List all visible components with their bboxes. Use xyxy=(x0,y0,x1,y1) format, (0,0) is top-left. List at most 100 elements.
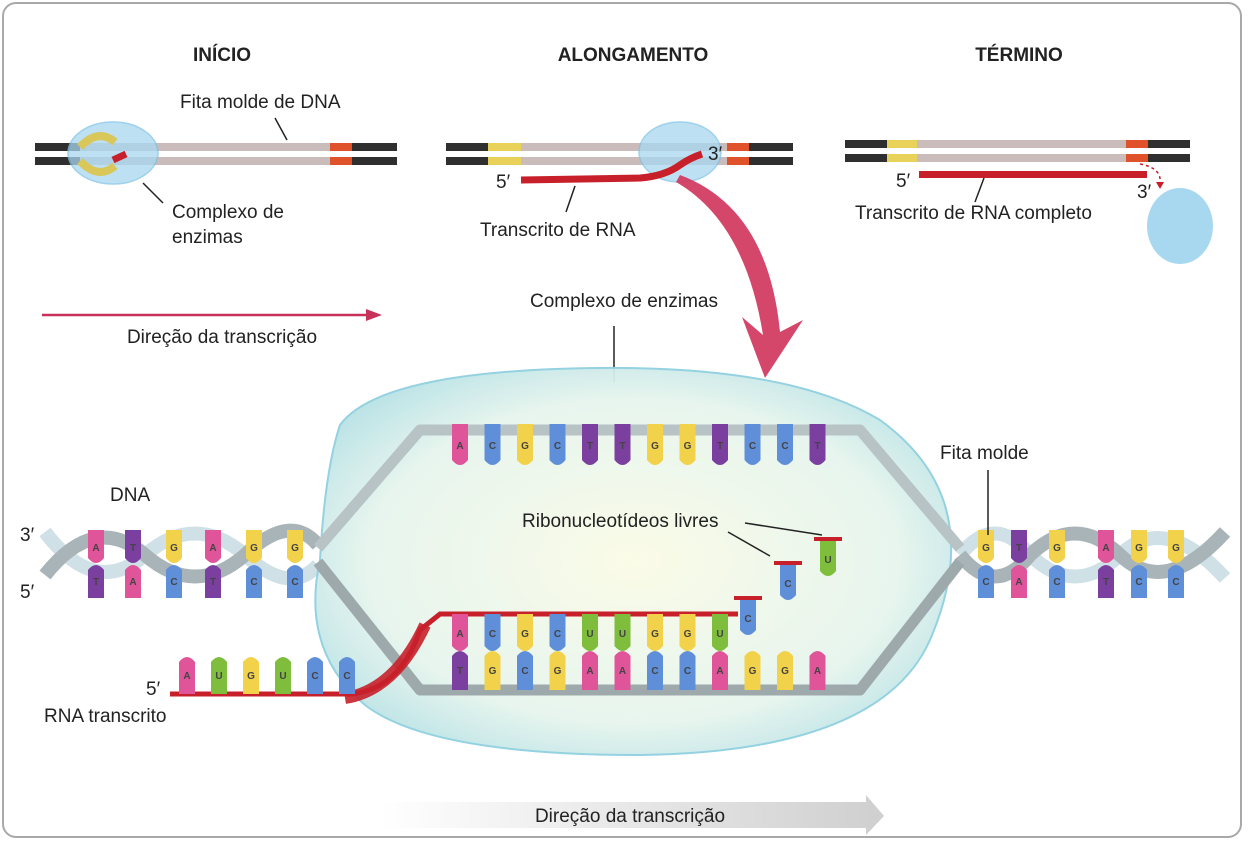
coding-nucleotide: T xyxy=(582,424,598,465)
svg-text:U: U xyxy=(619,629,626,640)
dna-strand-top xyxy=(35,143,397,151)
complete-transcript-label: Transcrito de RNA completo xyxy=(855,203,1092,224)
svg-text:U: U xyxy=(215,671,222,682)
template-nucleotide: G xyxy=(484,651,501,690)
svg-text:G: G xyxy=(982,543,990,554)
svg-text:A: A xyxy=(1015,577,1022,588)
svg-text:G: G xyxy=(247,671,255,682)
right-helix-base-lower: C xyxy=(978,565,994,598)
left-helix-base-upper: G xyxy=(246,530,262,563)
rna-nucleotide: C xyxy=(549,614,566,651)
enzyme-complex-small xyxy=(67,121,159,185)
svg-text:T: T xyxy=(717,441,723,452)
rna-nucleotide: U xyxy=(614,614,631,651)
rna-nucleotide-outside: G xyxy=(243,657,259,694)
svg-text:G: G xyxy=(291,543,299,554)
svg-text:U: U xyxy=(716,629,723,640)
rna-transcript-label: Transcrito de RNA xyxy=(480,220,636,241)
stage-end-heading: TÉRMINO xyxy=(975,44,1063,66)
coding-nucleotide: C xyxy=(777,424,793,465)
direction-label-bottom: Direção da transcrição xyxy=(535,806,725,827)
svg-text:C: C xyxy=(291,577,298,588)
rna-start-segment xyxy=(111,150,128,164)
three-prime-helix: 3′ xyxy=(20,525,35,546)
svg-text:G: G xyxy=(170,543,178,554)
rna-nucleotide: A xyxy=(452,614,468,651)
rna-nucleotide-outside: C xyxy=(307,657,323,694)
coding-nucleotide: C xyxy=(549,424,566,465)
free-ribonucleotide: U xyxy=(820,541,836,576)
free-ribonucleotides-label: Ribonucleotídeos livres xyxy=(522,511,718,532)
template-nucleotide: A xyxy=(582,651,598,690)
template-strand-label: Fita molde xyxy=(940,443,1029,464)
svg-text:C: C xyxy=(744,614,751,625)
svg-text:C: C xyxy=(343,671,350,682)
free-nucleotide-backbone xyxy=(734,596,762,600)
rna-nucleotide: G xyxy=(679,614,696,651)
released-enzyme xyxy=(1147,188,1213,264)
coding-nucleotide: G xyxy=(679,424,696,465)
initiation-panel xyxy=(35,117,397,204)
svg-text:U: U xyxy=(824,555,831,566)
svg-text:T: T xyxy=(587,441,593,452)
left-helix-base-upper: A xyxy=(88,530,104,563)
svg-text:T: T xyxy=(210,577,216,588)
template-nucleotide: A xyxy=(712,651,728,690)
svg-text:G: G xyxy=(250,543,258,554)
svg-text:G: G xyxy=(749,666,757,677)
svg-text:G: G xyxy=(554,666,562,677)
svg-text:A: A xyxy=(92,543,99,554)
rna-transcript-elongating xyxy=(520,150,704,184)
svg-text:C: C xyxy=(784,579,791,590)
svg-text:A: A xyxy=(183,671,190,682)
template-nucleotide: G xyxy=(744,651,761,690)
svg-text:C: C xyxy=(1135,577,1142,588)
coding-nucleotide: C xyxy=(484,424,501,465)
svg-text:A: A xyxy=(1102,543,1109,554)
svg-text:C: C xyxy=(170,577,177,588)
svg-text:G: G xyxy=(651,441,659,452)
coding-nucleotide: G xyxy=(517,424,533,465)
rna-nucleotide-outside: A xyxy=(179,657,195,694)
rna-nucleotide-outside: U xyxy=(275,657,291,694)
free-nucleotide-backbone xyxy=(814,537,842,541)
elongation-panel xyxy=(446,121,793,213)
right-helix-base-upper: G xyxy=(1049,530,1065,563)
right-helix-base-upper: G xyxy=(978,530,994,563)
svg-text:C: C xyxy=(1172,577,1179,588)
svg-text:C: C xyxy=(250,577,257,588)
svg-text:T: T xyxy=(457,666,463,677)
svg-text:C: C xyxy=(781,441,788,452)
direction-arrow-bottom xyxy=(380,795,884,835)
coding-nucleotide: T xyxy=(614,424,631,465)
svg-text:T: T xyxy=(619,441,625,452)
svg-text:T: T xyxy=(130,543,136,554)
svg-text:C: C xyxy=(749,441,756,452)
left-helix-base-upper: G xyxy=(287,530,303,563)
left-helix-base-upper: T xyxy=(125,530,141,563)
free-ribonucleotide: C xyxy=(740,600,756,635)
svg-text:A: A xyxy=(716,666,723,677)
template-nucleotide: C xyxy=(647,651,663,690)
right-helix-base-upper: G xyxy=(1131,530,1147,563)
left-helix-base-upper: A xyxy=(205,530,221,563)
left-helix-base-lower: C xyxy=(287,565,303,598)
svg-text:A: A xyxy=(209,543,216,554)
svg-text:C: C xyxy=(489,441,496,452)
svg-text:G: G xyxy=(521,629,529,640)
dna-template-strand xyxy=(313,558,965,696)
promoter-region xyxy=(488,143,521,151)
svg-text:G: G xyxy=(781,666,789,677)
left-helix-base-lower: C xyxy=(246,565,262,598)
right-helix-base-upper: A xyxy=(1098,530,1114,563)
svg-text:C: C xyxy=(521,666,528,677)
right-helix-base-lower: C xyxy=(1131,565,1147,598)
svg-text:T: T xyxy=(1103,577,1109,588)
coding-nucleotide: A xyxy=(452,424,468,465)
rna-nucleotide: C xyxy=(484,614,501,651)
rna-nucleotide: G xyxy=(517,614,533,651)
coding-nucleotide: G xyxy=(647,424,663,465)
svg-text:A: A xyxy=(456,441,463,452)
